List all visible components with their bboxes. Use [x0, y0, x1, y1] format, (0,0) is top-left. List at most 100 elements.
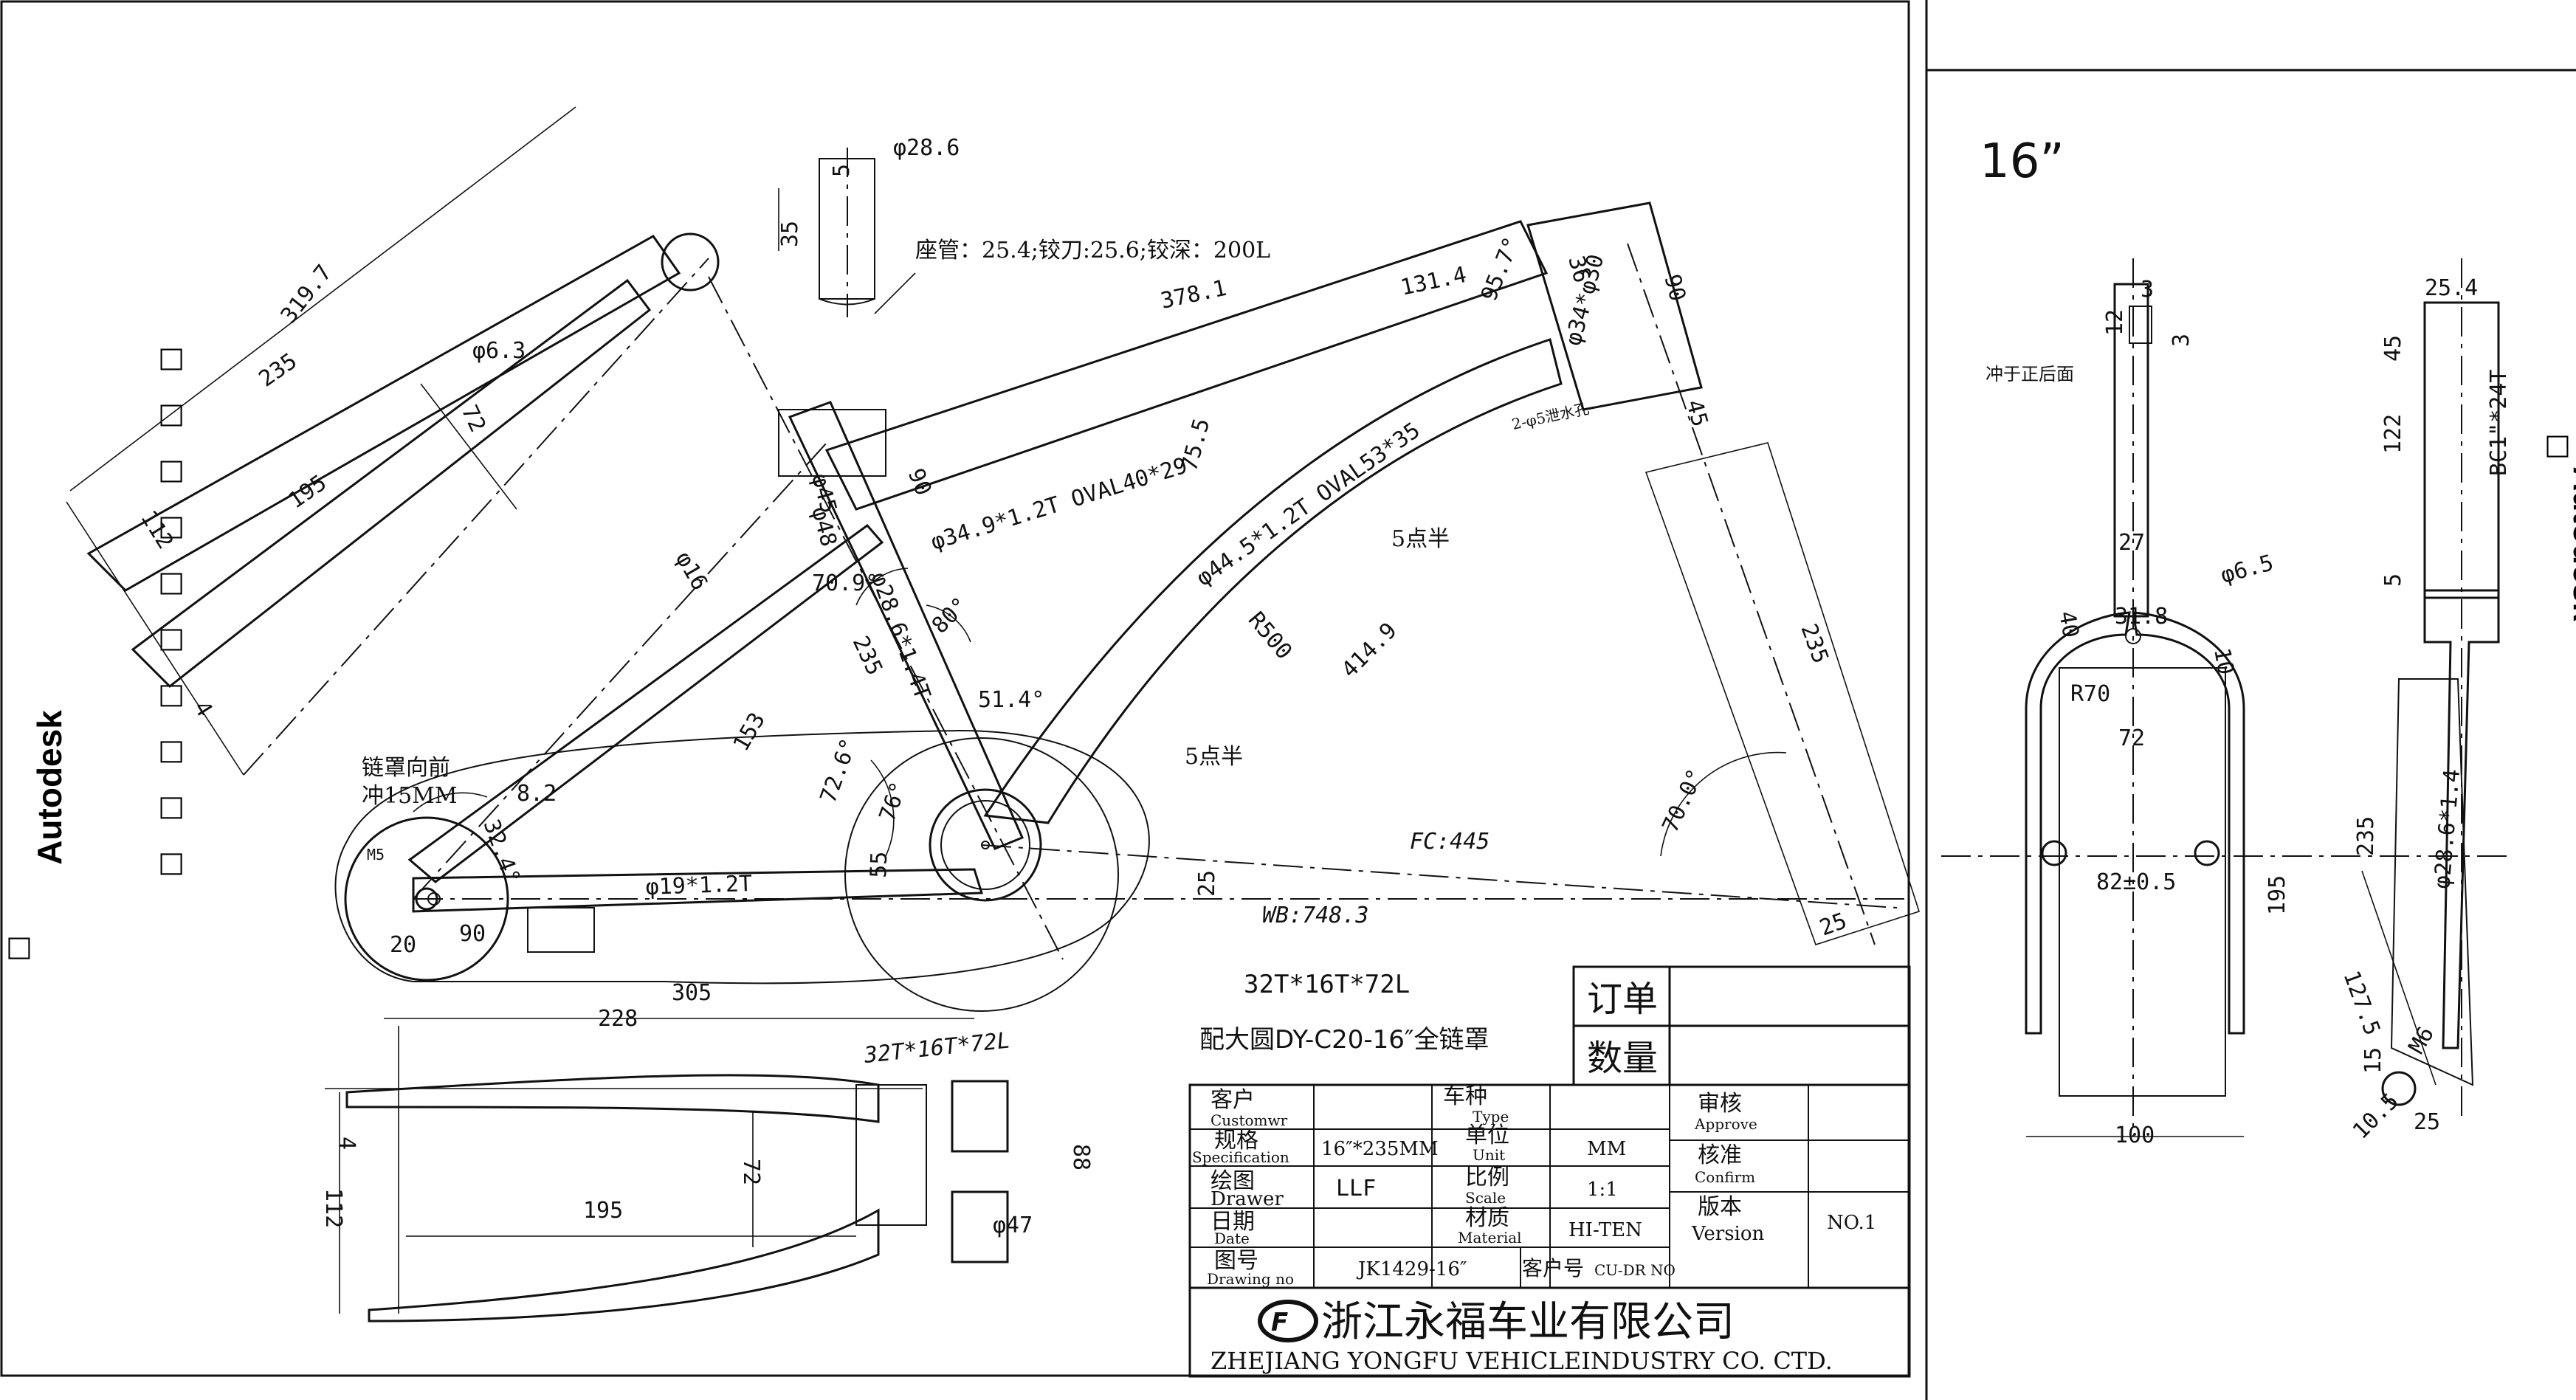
svg-text:φ28.6: φ28.6 [893, 135, 960, 161]
chainguard-spec: 配大圆DY-C20-16″全链罩 [1199, 1025, 1490, 1055]
svg-text:3: 3 [2169, 334, 2194, 347]
svg-text:72: 72 [2118, 725, 2145, 751]
svg-text:153: 153 [729, 708, 771, 756]
svg-text:72: 72 [738, 1159, 764, 1185]
svg-text:16″*235MM: 16″*235MM [1321, 1138, 1439, 1160]
chainring-spec: 32T*16T*72L 32T*16T*72L 配大圆DY-C20-16″全链罩 [862, 970, 1489, 1069]
svg-text:Drawer: Drawer [1210, 1188, 1284, 1210]
svg-text:235: 235 [847, 632, 888, 680]
chainguard-note-2: 冲15MM [362, 783, 458, 809]
watermark-box-right-top: □ [2544, 428, 2576, 461]
svg-text:76°: 76° [875, 779, 912, 825]
company-logo: F [1258, 1300, 1318, 1342]
weld-note-1: 5点半 [1391, 526, 1450, 552]
svg-text:M6: M6 [2404, 1022, 2439, 1058]
svg-text:90: 90 [459, 921, 486, 947]
punch-note: 冲于正后面 [1986, 364, 2074, 385]
svg-text:φ47: φ47 [993, 1213, 1033, 1238]
svg-text:80°: 80° [927, 593, 974, 639]
svg-text:MM: MM [1587, 1138, 1626, 1160]
svg-text:72.6°: 72.6° [816, 735, 863, 807]
svg-text:1:1: 1:1 [1587, 1179, 1618, 1201]
svg-text:比例: 比例 [1465, 1165, 1509, 1190]
svg-text:20: 20 [390, 932, 416, 958]
svg-text:单位: 单位 [1465, 1123, 1509, 1148]
svg-text:82±0.5: 82±0.5 [2096, 869, 2176, 895]
frame-labels: 座管：25.4;铰刀:25.6;铰深：200L 链罩向前 冲15MM 5点半 5… [362, 238, 1609, 928]
chainring-spec-small: 32T*16T*72L [862, 1027, 1011, 1069]
svg-text:131.4: 131.4 [1398, 262, 1469, 301]
svg-text:4: 4 [188, 697, 217, 722]
svg-text:绘图: 绘图 [1210, 1168, 1255, 1194]
svg-text:Confirm: Confirm [1695, 1168, 1755, 1186]
svg-text:70.0°: 70.0° [1658, 765, 1709, 837]
svg-text:122: 122 [2380, 414, 2406, 454]
watermark-box-left-bottom: □ [6, 930, 43, 962]
svg-text:Drawing no: Drawing no [1207, 1270, 1294, 1288]
svg-text:5: 5 [829, 164, 855, 177]
size-title: 16” [1980, 134, 2064, 189]
svg-text:R500: R500 [1243, 607, 1297, 665]
company-en: ZHEJIANG YONGFU VEHICLEINDUSTRY CO. CTD. [1210, 1347, 1833, 1375]
svg-text:25.4: 25.4 [2425, 275, 2478, 301]
svg-text:112: 112 [320, 1188, 346, 1228]
fork-labels: 16” 冲于正后面 BC1"*24T 3 12 3 25.4 45 122 27… [1980, 134, 2512, 1148]
svg-text:45: 45 [1681, 397, 1712, 430]
frame-side-view [334, 201, 1921, 1012]
svg-text:φ28.6*1.4: φ28.6*1.4 [2429, 768, 2465, 890]
svg-text:195: 195 [2265, 875, 2290, 915]
svg-text:Customwr: Customwr [1210, 1111, 1288, 1129]
svg-text:195: 195 [583, 1198, 623, 1224]
seat-tube-note: 座管：25.4;铰刀:25.6;铰深：200L [915, 238, 1270, 263]
svg-text:305: 305 [672, 980, 712, 1006]
svg-text:Material: Material [1458, 1229, 1522, 1246]
chainstay-dimensions: 305 228 4 112 72 195 88 φ47 [320, 980, 1094, 1238]
weld-note-2: 5点半 [1185, 744, 1243, 770]
chainstay-plan-view [325, 1018, 1009, 1323]
svg-text:90: 90 [903, 465, 937, 500]
title-block: 客户 Customwr 车种 Type 规格 Specification 16″… [1188, 1083, 1911, 1378]
svg-text:JK1429-16″: JK1429-16″ [1356, 1258, 1467, 1280]
seatstay-detail [66, 106, 720, 776]
svg-text:35: 35 [777, 221, 803, 247]
company-cn: 浙江永福车业有限公司 [1321, 1298, 1735, 1346]
svg-text:31.8: 31.8 [2115, 604, 2168, 630]
fork-side-view [2361, 258, 2500, 1122]
svg-text:规格: 规格 [1214, 1128, 1258, 1154]
svg-text:235: 235 [2353, 816, 2379, 856]
svg-text:F: F [1271, 1308, 1288, 1337]
svg-text:112: 112 [135, 506, 178, 554]
svg-text:3: 3 [2141, 277, 2154, 303]
svg-text:Date: Date [1214, 1230, 1250, 1247]
svg-text:HI-TEN: HI-TEN [1568, 1219, 1642, 1241]
svg-text:CU-DR NO: CU-DR NO [1594, 1261, 1676, 1279]
steerer-thread: BC1"*24T [2486, 370, 2512, 477]
svg-text:127.5: 127.5 [2338, 968, 2385, 1039]
svg-text:70.9°: 70.9° [812, 570, 878, 596]
svg-text:414.9: 414.9 [1337, 618, 1402, 683]
svg-text:55: 55 [866, 851, 892, 878]
chainring-spec-text: 32T*16T*72L [1244, 970, 1410, 999]
svg-text:材质: 材质 [1465, 1205, 1509, 1231]
svg-text:25: 25 [1194, 870, 1220, 897]
fc-label: FC:445 [1410, 829, 1490, 855]
svg-text:版本: 版本 [1698, 1194, 1742, 1220]
svg-text:M5: M5 [367, 846, 385, 863]
svg-text:客户号: 客户号 [1522, 1256, 1584, 1280]
svg-text:10: 10 [2208, 646, 2239, 677]
svg-text:核准: 核准 [1698, 1142, 1742, 1168]
svg-text:Version: Version [1691, 1223, 1765, 1245]
svg-text:图号: 图号 [1214, 1248, 1258, 1274]
svg-text:4: 4 [334, 1137, 359, 1150]
svg-text:φ6.3: φ6.3 [472, 338, 526, 364]
svg-text:319.7: 319.7 [276, 260, 337, 328]
svg-text:8.2: 8.2 [517, 781, 557, 807]
order-label: 订单 [1587, 979, 1658, 1020]
svg-text:日期: 日期 [1210, 1209, 1255, 1235]
chainguard-note-1: 链罩向前 [362, 755, 450, 781]
svg-text:100: 100 [2115, 1123, 2155, 1148]
wb-label: WB:748.3 [1262, 903, 1369, 928]
drain-note: 2-φ5泄水孔 [1510, 399, 1591, 433]
svg-text:25: 25 [1816, 908, 1850, 941]
svg-text:Approve: Approve [1694, 1115, 1757, 1133]
